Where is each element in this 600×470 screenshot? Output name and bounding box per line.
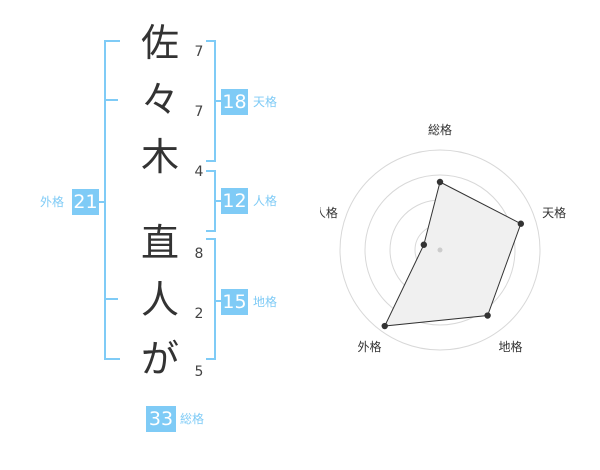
name-char-5: 人: [140, 278, 179, 322]
stroke-count-3: 4: [194, 164, 204, 180]
soukaku-label: 総格: [180, 412, 205, 426]
radar-point-1: [436, 178, 444, 186]
tenkaku-label: 天格: [253, 95, 278, 109]
soukaku-value: 33: [146, 406, 176, 432]
chikaku-label: 地格: [253, 295, 278, 309]
radar-axis-label: 地格: [499, 339, 523, 354]
radar-series-area: [383, 181, 522, 327]
radar-axis-label: 天格: [542, 205, 566, 220]
gaikaku-bracket-tick: [106, 298, 118, 300]
radar-point-2: [517, 220, 525, 227]
tenkaku-connector: [214, 100, 222, 102]
stroke-count-6: 5: [194, 364, 204, 380]
name-char-4: 直: [140, 221, 179, 265]
radar-axis-label: 外格: [357, 339, 381, 354]
tenkaku-value: 18: [221, 89, 248, 115]
radar-grid-ring: [339, 149, 541, 351]
stroke-count-2: 7: [194, 104, 204, 120]
gaikaku-bracket: [104, 40, 120, 360]
gaikaku-bracket-tick: [106, 99, 118, 101]
name-char-1: 佐: [140, 21, 179, 65]
stroke-count-4: 8: [194, 246, 204, 262]
stroke-count-5: 2: [194, 306, 204, 322]
name-char-3: 木: [140, 135, 179, 179]
chikaku-connector: [214, 300, 222, 302]
radar-point-3: [484, 312, 491, 319]
radar-center: [437, 247, 443, 253]
jinkaku-label: 人格: [253, 194, 278, 208]
radar-axis-label: 人格: [320, 205, 338, 220]
radar-axis-label: 総格: [428, 122, 452, 137]
jinkaku-connector: [214, 200, 222, 202]
gaikaku-label: 外格: [40, 195, 65, 209]
name-char-2: 々: [140, 78, 179, 122]
jinkaku-value: 12: [221, 188, 248, 214]
chikaku-bracket: [206, 238, 216, 360]
gaikaku-value: 21: [72, 189, 99, 215]
stroke-count-1: 7: [194, 44, 204, 60]
radar-grid-ring: [364, 174, 516, 326]
radar-point-5: [420, 241, 428, 248]
gaikaku-connector: [98, 201, 106, 203]
radar-point-4: [381, 322, 388, 330]
chikaku-value: 15: [221, 289, 248, 315]
name-char-6: が: [140, 337, 179, 381]
